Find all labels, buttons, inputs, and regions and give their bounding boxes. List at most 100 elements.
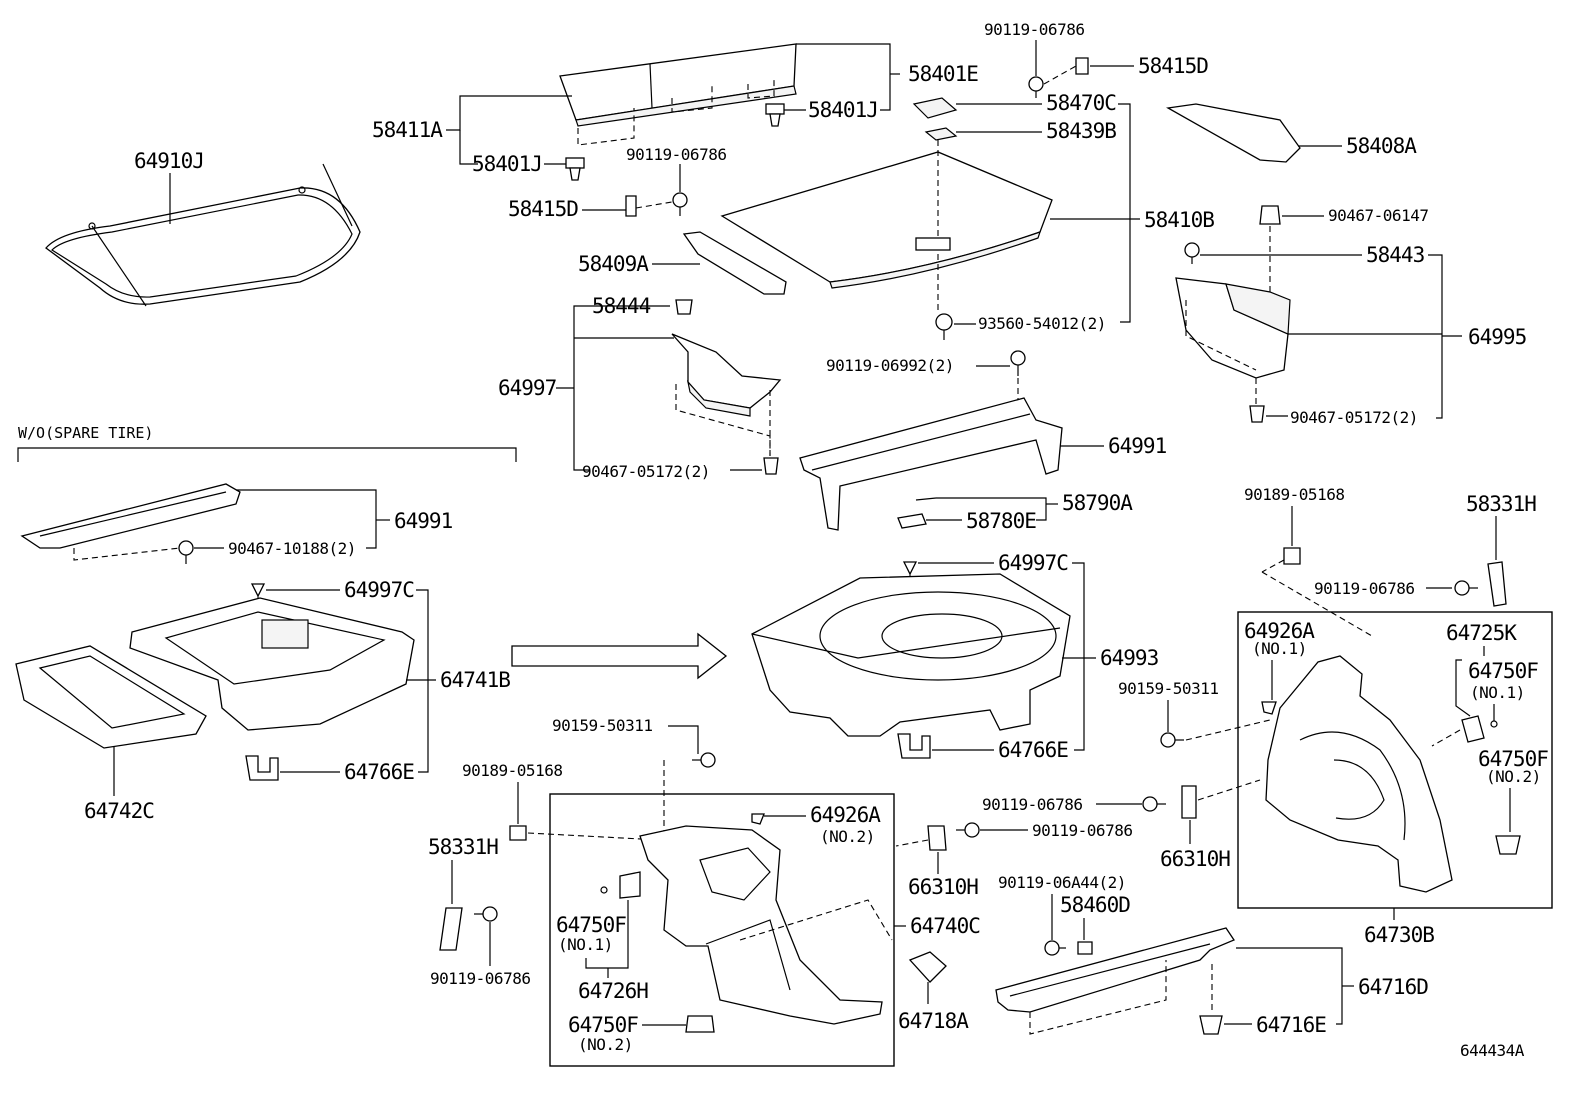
label-90467-06147: 90467-06147: [1328, 206, 1428, 225]
clip-part: [1184, 242, 1200, 264]
label-64750F-a: 64750F: [556, 913, 626, 937]
label-90119-06786-e: 90119-06786: [982, 795, 1082, 814]
label-64740C: 64740C: [910, 914, 980, 938]
label-64991-b: 64991: [1108, 434, 1167, 458]
label-64716E: 64716E: [1256, 1013, 1326, 1037]
side-trim-part: [1166, 103, 1301, 163]
label-93560-54012: 93560-54012(2): [978, 314, 1106, 333]
label-64997C-a: 64997C: [344, 578, 414, 602]
label-64716D: 64716D: [1358, 975, 1428, 999]
bolt-part: [1454, 580, 1478, 596]
label-64997C-b: 64997C: [998, 551, 1068, 575]
label-58470C: 58470C: [1046, 91, 1116, 115]
label-64750F-d: 64750F: [1478, 747, 1548, 771]
label-90119-06786-a: 90119-06786: [626, 145, 726, 164]
bolt-part: [474, 906, 498, 922]
label-90467-05172-a: 90467-05172(2): [1290, 408, 1418, 427]
label-64926A-a-sub: (NO.1): [1252, 639, 1307, 658]
screw-part: [935, 313, 953, 340]
label-64926A-a: 64926A: [1244, 619, 1315, 643]
label-90119-06992: 90119-06992(2): [826, 356, 954, 375]
bolt-part: [1160, 732, 1184, 748]
tonneau-net-part: [45, 163, 361, 307]
label-90159-50311-b: 90159-50311: [1118, 679, 1218, 698]
label-64750F-b-sub: (NO.2): [578, 1035, 633, 1054]
label-58415D-b: 58415D: [1138, 54, 1208, 78]
label-64742C: 64742C: [84, 799, 154, 823]
label-58439B: 58439B: [1046, 119, 1116, 143]
spare-tire-tray-part: [751, 573, 1071, 737]
label-64997: 64997: [498, 376, 557, 400]
bolt-part: [956, 822, 980, 838]
label-64741B: 64741B: [440, 668, 510, 692]
bolt-part: [1044, 940, 1066, 956]
clip-part: [1199, 1015, 1223, 1035]
label-64766E-b: 64766E: [998, 738, 1068, 762]
diagram-code: 644434A: [1460, 1041, 1525, 1060]
label-58415D-a: 58415D: [508, 197, 578, 221]
label-90119-06786-c: 90119-06786: [430, 969, 530, 988]
label-64750F-c: 64750F: [1468, 659, 1538, 683]
label-64718A: 64718A: [898, 1009, 969, 1033]
label-58331H-b: 58331H: [428, 835, 498, 859]
bolt-part: [1010, 350, 1026, 376]
label-64750F-b: 64750F: [568, 1013, 638, 1037]
clip-part: [685, 1015, 715, 1033]
bracket-box-part: [671, 333, 782, 417]
label-90119-06786-b: 90119-06786: [984, 20, 1084, 39]
cross-member-alt-part: [20, 483, 241, 549]
bolt-part: [672, 192, 688, 216]
label-58401J-b: 58401J: [808, 98, 878, 122]
luggage-tray-part: [129, 597, 415, 731]
bolt-part: [692, 752, 716, 768]
label-90159-50311-a: 90159-50311: [552, 716, 652, 735]
label-58410B: 58410B: [1144, 208, 1214, 232]
bolt-part: [1028, 76, 1044, 98]
label-64991-a: 64991: [394, 509, 453, 533]
label-58780E: 58780E: [966, 509, 1036, 533]
cross-member-part: [799, 397, 1063, 531]
quarter-trim-left-part: [639, 825, 883, 1025]
deck-board-part: [559, 43, 797, 127]
label-64730B: 64730B: [1364, 923, 1434, 947]
label-66310H-b: 66310H: [1160, 847, 1230, 871]
bolt-part: [1142, 796, 1166, 812]
assembly-box-left: [549, 793, 895, 1067]
label-90119-06A44: 90119-06A44(2): [998, 873, 1126, 892]
label-90467-10188: 90467-10188(2): [228, 539, 356, 558]
label-64926A-b: 64926A: [810, 803, 881, 827]
label-64750F-c-sub: (NO.1): [1470, 683, 1525, 702]
scuff-plate-part: [995, 927, 1235, 1013]
label-64910J: 64910J: [134, 149, 204, 173]
label-64995: 64995: [1468, 325, 1526, 349]
side-tray-part: [15, 645, 207, 749]
label-90467-05172-b: 90467-05172(2): [582, 462, 710, 481]
label-58401E: 58401E: [908, 62, 978, 86]
variant-note: W/O(SPARE TIRE): [18, 424, 153, 442]
label-58408A: 58408A: [1346, 134, 1417, 158]
label-64750F-a-sub: (NO.1): [558, 935, 613, 954]
label-58443: 58443: [1366, 243, 1425, 267]
label-58331H-a: 58331H: [1466, 492, 1536, 516]
label-64993: 64993: [1100, 646, 1159, 670]
label-58401J-a: 58401J: [472, 152, 542, 176]
label-90119-06786-f: 90119-06786: [1314, 579, 1414, 598]
storage-box-part: [1175, 277, 1291, 379]
label-90119-06786-d: 90119-06786: [1032, 821, 1132, 840]
label-64766E-a: 64766E: [344, 760, 414, 784]
label-58460D: 58460D: [1060, 893, 1130, 917]
clip-part: [178, 540, 194, 564]
floor-board-part: [720, 151, 1053, 289]
clip-part: [765, 103, 785, 127]
clip-part: [565, 157, 585, 181]
label-90189-05168-a: 90189-05168: [462, 761, 562, 780]
label-58411A: 58411A: [372, 118, 443, 142]
label-90189-05168-b: 90189-05168: [1244, 485, 1344, 504]
direction-arrow: [511, 632, 728, 680]
label-64725K: 64725K: [1446, 621, 1517, 645]
hook-part: [245, 755, 279, 781]
assembly-box-right: [1237, 611, 1553, 909]
label-58409A: 58409A: [578, 252, 649, 276]
